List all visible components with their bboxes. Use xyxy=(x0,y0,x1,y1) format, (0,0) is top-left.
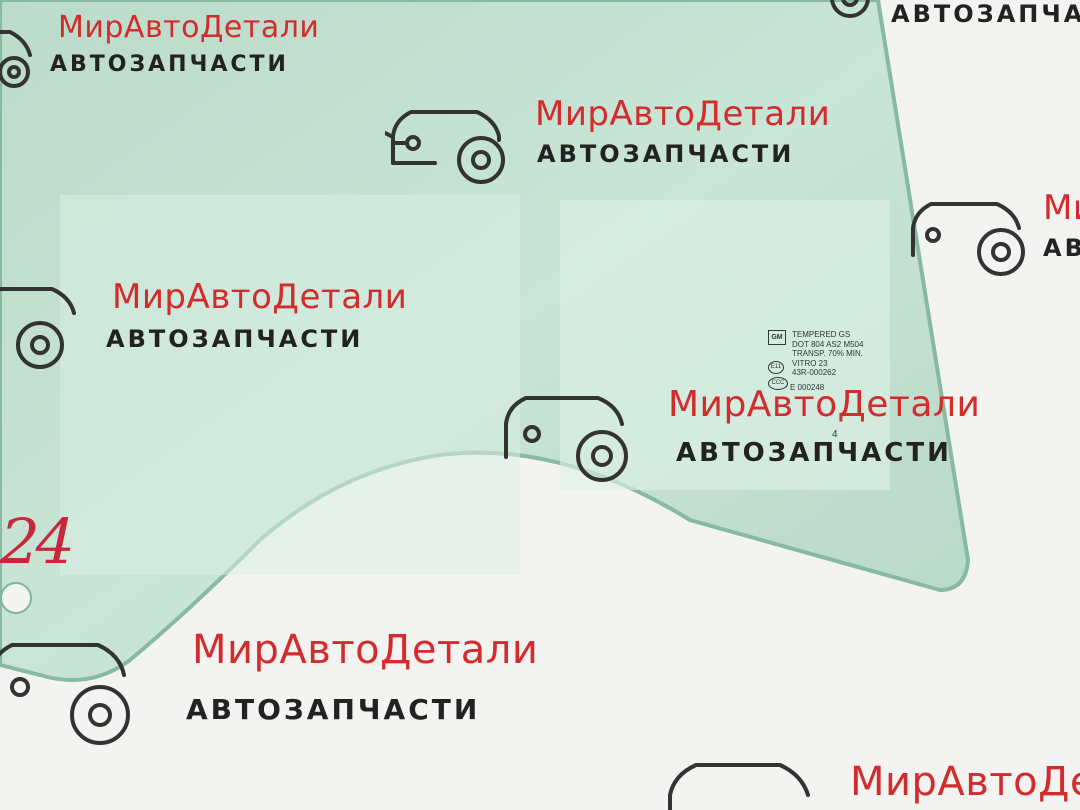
glass-mount-hole xyxy=(0,582,32,614)
car-gear-logo-icon xyxy=(0,287,76,369)
brand-name: МирАвтоДетали xyxy=(850,759,1080,805)
glass-reflection-right xyxy=(560,200,890,490)
car-gear-logo-icon xyxy=(911,202,1025,276)
e-approval-line: E 000248 xyxy=(790,383,825,392)
glass-reflection-left xyxy=(60,195,520,575)
brand-tagline: АВТОЗАПЧАСТИ xyxy=(1043,234,1080,262)
ccc-mark: CCC xyxy=(768,377,788,390)
marking-line: TEMPERED GS xyxy=(792,330,851,339)
car-gear-logo-icon xyxy=(668,763,810,810)
marking-line: VITRO 23 xyxy=(792,358,828,368)
brand-name: МирАвтоДетали xyxy=(112,277,408,317)
marking-line: DOT 804 AS2 M504 xyxy=(792,339,864,349)
marking-number: 4 xyxy=(832,429,838,440)
car-gear-logo-icon xyxy=(0,643,130,745)
brand-tagline: АВТОЗАПЧАСТИ xyxy=(50,52,289,77)
e-mark: E11 xyxy=(768,361,784,374)
marking-line: TRANSP. 70% MIN. xyxy=(792,349,863,358)
brand-tagline: АВТОЗАПЧАСТИ xyxy=(891,0,1080,28)
brand-name: МирАвтоДетали xyxy=(1043,188,1080,228)
brand-tagline: АВТОЗАПЧАСТИ xyxy=(537,140,795,168)
brand-name: МирАвтоДетали xyxy=(192,627,539,673)
car-gear-logo-icon xyxy=(385,110,505,184)
brand-tagline: АВТОЗАПЧАСТИ xyxy=(676,438,952,468)
brand-name: МирАвтоДетали xyxy=(58,10,320,45)
brand-name: МирАвтоДетали xyxy=(668,384,981,425)
gm-logo: GM xyxy=(768,330,786,345)
marking-line: 43R-000262 xyxy=(792,368,837,377)
car-gear-logo-icon xyxy=(830,0,870,18)
brand-name: МирАвтоДетали xyxy=(535,94,831,134)
glass-marking: GM TEMPERED GS DOT 804 AS2 M504 TRANSP. … xyxy=(768,330,898,439)
car-gear-logo-icon xyxy=(0,30,32,88)
car-gear-logo-icon xyxy=(504,396,628,482)
brand-tagline: АВТОЗАПЧАСТИ xyxy=(106,325,364,353)
brand-tagline: АВТОЗАПЧАСТИ xyxy=(186,693,481,726)
